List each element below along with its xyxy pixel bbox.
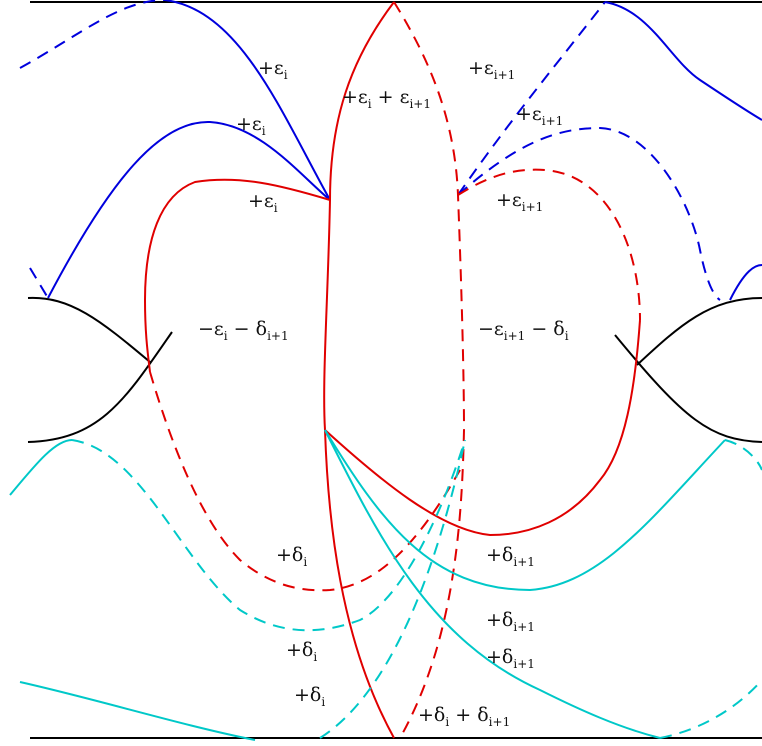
- left-lower-black-curve: [27, 331, 173, 443]
- red-solid-main-left: [323, 1, 395, 739]
- label-neg-right: −εi+1 − δi: [478, 318, 569, 343]
- svg-text:+εi+1: +εi+1: [468, 57, 515, 82]
- label-eps-i1-top: +εi+1: [468, 57, 515, 82]
- cyan-solid-fan-1: [324, 429, 726, 592]
- red-solid-right-lower: [324, 319, 641, 537]
- blue-dashed-right-loop: [457, 126, 721, 301]
- label-neg-left: −εi − δi+1: [198, 318, 289, 343]
- svg-text:+εi + εi+1: +εi + εi+1: [342, 86, 431, 111]
- svg-text:+δi: +δi: [286, 639, 317, 664]
- label-delta-i-middle: +δi: [286, 639, 317, 664]
- cyan-dashed-right-end: [724, 439, 762, 471]
- label-eps-i1-middle: +εi+1: [516, 103, 563, 128]
- red-dashed-main-right: [393, 1, 466, 739]
- svg-text:+εi: +εi: [236, 113, 266, 138]
- svg-text:+εi+1: +εi+1: [516, 103, 563, 128]
- red-dashed-right-loop: [457, 168, 641, 321]
- label-delta-i1-middle: +δi+1: [486, 609, 535, 634]
- right-upper-black-curve: [636, 297, 762, 366]
- svg-text:+δi+1: +δi+1: [486, 646, 535, 671]
- cyan-dashed-left-arc: [71, 439, 466, 632]
- label-eps-i-top: +εi: [258, 57, 288, 82]
- svg-text:+δi: +δi: [276, 544, 307, 569]
- svg-text:+δi + δi+1: +δi + δi+1: [418, 704, 510, 729]
- cyan-dashed-bottom-left: [319, 439, 466, 739]
- blue-solid-right-stub: [729, 264, 762, 301]
- label-eps-i1-lower: +εi+1: [496, 189, 543, 214]
- label-eps-sum: +εi + εi+1: [342, 86, 431, 111]
- svg-text:+δi+1: +δi+1: [486, 609, 535, 634]
- red-solid-left-loop: [143, 178, 331, 373]
- blue-dashed-top-left: [19, 0, 166, 69]
- left-upper-black-curve: [27, 296, 151, 363]
- svg-text:+εi+1: +εi+1: [496, 189, 543, 214]
- svg-text:−εi+1 − δi: −εi+1 − δi: [478, 318, 569, 343]
- svg-text:+δi+1: +δi+1: [486, 544, 535, 569]
- svg-text:+εi: +εi: [248, 190, 278, 215]
- cyan-solid-bottom-left: [19, 681, 256, 741]
- label-delta-i1-upper: +δi+1: [486, 544, 535, 569]
- blue-solid-top-right: [604, 1, 762, 121]
- cyan-dashed-bottom-right: [659, 679, 762, 739]
- svg-text:+δi: +δi: [294, 684, 325, 709]
- label-delta-i-upper: +δi: [276, 544, 307, 569]
- label-delta-sum: +δi + δi+1: [418, 704, 510, 729]
- blue-solid-middle-arc: [47, 120, 331, 299]
- svg-text:−εi − δi+1: −εi − δi+1: [198, 318, 289, 343]
- label-eps-i-lower: +εi: [248, 190, 278, 215]
- blue-solid-top-arc: [164, 0, 331, 201]
- right-lower-black-curve: [614, 334, 762, 443]
- svg-text:+εi: +εi: [258, 57, 288, 82]
- blue-dashed-right-upper: [457, 1, 606, 196]
- label-delta-i1-lower: +δi+1: [486, 646, 535, 671]
- cyan-solid-fan-2: [324, 429, 661, 739]
- label-eps-i-middle: +εi: [236, 113, 266, 138]
- cyan-solid-left-upper: [9, 439, 73, 496]
- blue-dashed-left-stub: [29, 267, 49, 299]
- label-delta-i-lower: +δi: [294, 684, 325, 709]
